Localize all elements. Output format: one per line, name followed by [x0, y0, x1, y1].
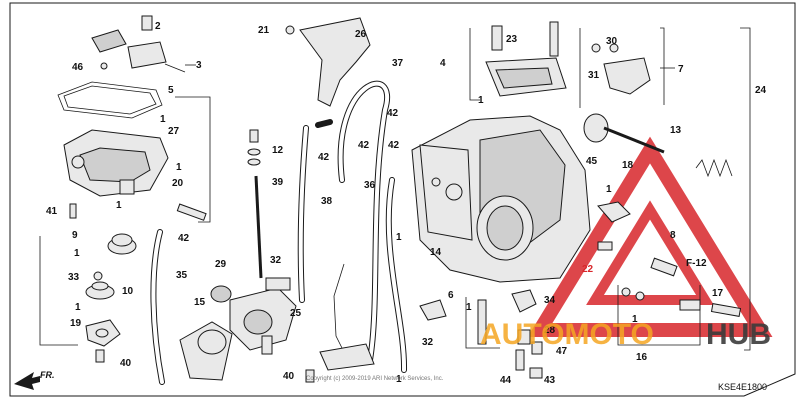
- callout-35: 35: [176, 270, 188, 281]
- callout-1: 1: [396, 374, 402, 385]
- callout-33: 33: [68, 272, 80, 283]
- callout-20: 20: [172, 178, 184, 189]
- callout-11: 1: [396, 232, 402, 243]
- manifold-parts: [179, 277, 297, 381]
- jet-assembly: [69, 203, 207, 363]
- callout-41: 41: [46, 206, 58, 217]
- callout-2: 2: [155, 21, 161, 32]
- callout-34: 34: [544, 295, 556, 306]
- callout-3: 3: [196, 60, 202, 71]
- callout-37: 37: [392, 58, 404, 69]
- throttle-link: [305, 263, 375, 383]
- callout-16: 16: [636, 352, 648, 363]
- callout-36: 36: [364, 180, 376, 191]
- callout-17: 17: [712, 288, 724, 299]
- callout-31: 31: [588, 70, 600, 81]
- callout-1: 1: [74, 248, 80, 259]
- callout-4: 4: [440, 58, 446, 69]
- callout-39: 39: [272, 177, 284, 188]
- callout-15: 15: [194, 297, 206, 308]
- carburetor-body: [411, 115, 591, 283]
- callout-40: 40: [283, 371, 295, 382]
- front-label: FR.: [40, 370, 55, 380]
- callout-18: 18: [622, 160, 634, 171]
- callout-1: 1: [160, 114, 166, 125]
- callout-12: 12: [272, 145, 284, 156]
- callout-9: 9: [72, 230, 78, 241]
- callout-1: 1: [466, 302, 472, 313]
- callout-42: 42: [358, 140, 370, 151]
- diagram-frame: [9, 2, 796, 397]
- chamber-gasket: [57, 81, 163, 119]
- callout-42: 42: [178, 233, 190, 244]
- throttle-shaft: [583, 113, 733, 178]
- callout-46: 46: [72, 62, 84, 73]
- callout-23: 23: [506, 34, 518, 45]
- callout-22: 22: [582, 264, 594, 275]
- callout-44: 44: [500, 375, 512, 386]
- callout-38: 38: [321, 196, 333, 207]
- callout-F12: F-12: [686, 258, 707, 269]
- watermark-word: AUTOMOTO: [480, 318, 654, 351]
- leader-brackets: [39, 27, 751, 351]
- callout-8: 8: [670, 230, 676, 241]
- callout-42: 42: [387, 108, 399, 119]
- callout-1: 1: [606, 184, 612, 195]
- callout-30: 30: [606, 36, 618, 47]
- watermark-word2: HUB: [706, 318, 771, 351]
- callout-32: 32: [270, 255, 282, 266]
- callout-14: 14: [430, 247, 442, 258]
- callout-5: 5: [168, 85, 174, 96]
- callout-42: 42: [318, 152, 330, 163]
- diagram-code: KSE4E1800: [718, 382, 767, 392]
- callout-7: 7: [678, 64, 684, 75]
- callout-43: 43: [544, 375, 556, 386]
- callout-1: 1: [75, 302, 81, 313]
- callout-13: 13: [670, 125, 682, 136]
- callout-42: 42: [388, 140, 400, 151]
- callout-labels: 2 3 46 5 1 27 1 20 41 1 42 9 1 33 10 1 1…: [46, 21, 767, 386]
- callout-27: 27: [168, 126, 180, 137]
- callout-26: 26: [355, 29, 367, 40]
- callout-32: 32: [422, 337, 434, 348]
- top-cover: [485, 21, 567, 97]
- drain-fitting: [511, 289, 537, 313]
- watermark-logo: [527, 136, 773, 337]
- idle-adjusters: [597, 201, 742, 317]
- callout-19: 19: [70, 318, 82, 329]
- callout-29: 29: [215, 259, 227, 270]
- callout-21: 21: [258, 25, 270, 36]
- callout-24: 24: [755, 85, 767, 96]
- callout-10: 10: [122, 286, 134, 297]
- callout-6: 6: [448, 290, 454, 301]
- callout-40: 40: [120, 358, 132, 369]
- callout-28: 28: [544, 325, 556, 336]
- top-cap: [91, 15, 186, 73]
- float-chamber: [63, 129, 169, 197]
- callout-1: 1: [632, 314, 638, 325]
- callout-1: 1: [478, 95, 484, 106]
- throttle-bracket: [285, 17, 371, 107]
- callout-1: 1: [116, 200, 122, 211]
- callout-45: 45: [586, 156, 598, 167]
- callout-47: 47: [556, 346, 568, 357]
- jet-needle: [247, 129, 263, 279]
- copyright-notice: Copyright (c) 2009-2019 ARI Network Serv…: [306, 376, 444, 382]
- throttle-cam: [591, 43, 651, 95]
- front-direction-marker: FR.: [14, 370, 55, 390]
- callout-25: 25: [290, 308, 302, 319]
- callout-1: 1: [176, 162, 182, 173]
